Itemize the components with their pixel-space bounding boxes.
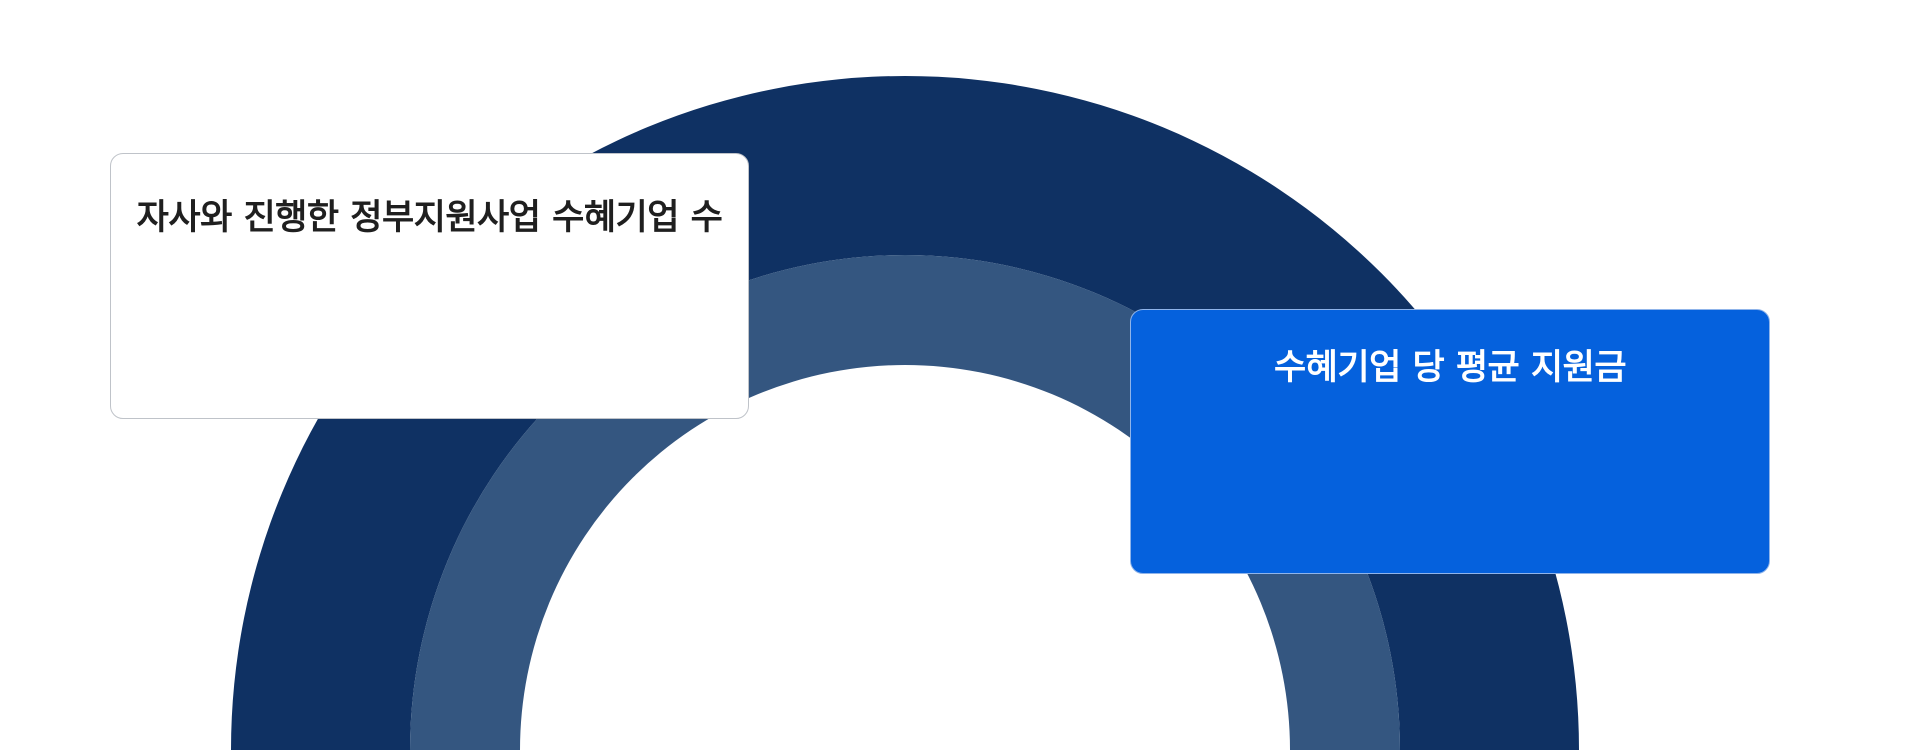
beneficiary-count-label: 자사와 진행한 정부지원사업 수혜기업 수	[136, 198, 723, 238]
average-support-card: 수혜기업 당 평균 지원금	[1130, 309, 1770, 574]
average-support-label: 수혜기업 당 평균 지원금	[1273, 348, 1627, 388]
beneficiary-count-card: 자사와 진행한 정부지원사업 수혜기업 수	[110, 153, 749, 419]
